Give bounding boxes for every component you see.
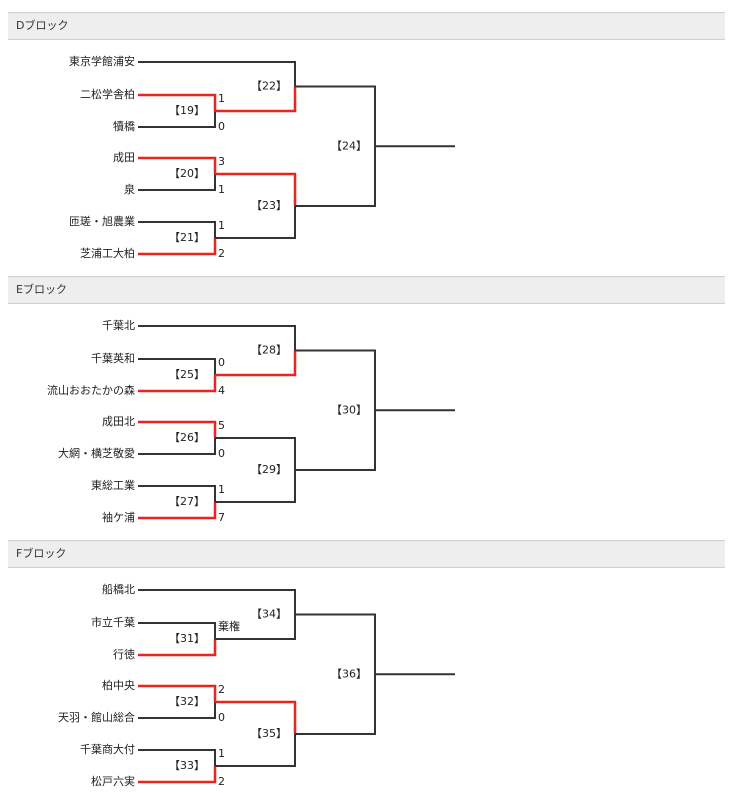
score: 4	[218, 384, 225, 397]
winner-path	[138, 93, 217, 111]
team-name: 松戸六実	[91, 774, 135, 788]
winner-path	[215, 700, 297, 734]
match-number: 【29】	[251, 463, 287, 476]
winner-path	[138, 420, 217, 438]
score: 5	[218, 419, 225, 432]
team-name: 成田北	[102, 415, 135, 428]
score: 0	[218, 711, 225, 724]
winner-path	[138, 375, 217, 393]
score: 1	[218, 747, 225, 760]
score: 0	[218, 356, 225, 369]
match-number: 【36】	[331, 667, 367, 680]
match-number: 【33】	[169, 759, 205, 772]
match-number: 【20】	[169, 167, 205, 180]
match-number: 【22】	[251, 80, 287, 93]
team-name: 匝瑳・旭農業	[69, 214, 135, 228]
match-number: 【34】	[251, 608, 287, 621]
team-name: 成田	[113, 151, 135, 164]
block-header: Fブロック	[8, 540, 725, 568]
team-name: 千葉北	[102, 318, 135, 332]
score: 1	[218, 92, 225, 105]
team-name: 天羽・館山総合	[58, 710, 135, 724]
winner-path	[138, 502, 217, 520]
match-number: 【30】	[331, 403, 367, 416]
team-name: 行徳	[113, 648, 135, 661]
team-name: 船橋北	[102, 582, 135, 596]
winner-path	[138, 156, 217, 174]
match-number: 【31】	[169, 632, 205, 645]
score: 2	[218, 247, 225, 260]
bracket-line	[215, 437, 296, 470]
bracket-line	[138, 438, 216, 455]
bracket-line	[138, 61, 296, 87]
bracket-line	[138, 111, 216, 128]
block-header: Eブロック	[8, 276, 725, 304]
team-name: 東総工業	[91, 478, 135, 492]
winner-path	[215, 86, 297, 113]
team-name: 泉	[124, 182, 135, 196]
team-name: 千葉英和	[91, 351, 135, 365]
team-name: 大網・横芝敬愛	[58, 446, 135, 460]
score: 7	[218, 511, 225, 524]
team-name: 市立千葉	[91, 615, 135, 629]
match-number: 【19】	[169, 104, 205, 117]
match-number: 【24】	[331, 139, 367, 152]
team-name: 東京学館浦安	[69, 54, 135, 68]
winner-path	[138, 639, 217, 657]
bracket-line	[138, 358, 216, 375]
bracket-line	[138, 749, 216, 766]
score: 1	[218, 219, 225, 232]
bracket-line	[138, 174, 216, 191]
bracket-line	[215, 734, 296, 767]
winner-path	[215, 172, 297, 206]
match-number: 【26】	[169, 431, 205, 444]
score: 3	[218, 155, 225, 168]
match-number: 【21】	[169, 231, 205, 244]
match-number: 【32】	[169, 695, 205, 708]
match-number: 【25】	[169, 368, 205, 381]
bracket-line	[215, 614, 296, 640]
bracket-line	[138, 325, 296, 351]
team-name: 犢橋	[113, 119, 135, 133]
winner-path	[138, 766, 217, 784]
score: 2	[218, 683, 225, 696]
match-number: 【28】	[251, 344, 287, 357]
bracket-line	[138, 221, 216, 238]
team-name: 流山おおたかの森	[47, 383, 135, 397]
team-name: 袖ケ浦	[102, 510, 135, 524]
match-number: 【27】	[169, 495, 205, 508]
score: 0	[218, 120, 225, 133]
team-name: 二松学舎柏	[80, 87, 135, 101]
bracket-line	[215, 206, 296, 239]
score: 1	[218, 183, 225, 196]
match-number: 【35】	[251, 727, 287, 740]
team-name: 千葉商大付	[80, 742, 135, 756]
bracket-line	[138, 702, 216, 719]
team-name: 芝浦工大柏	[80, 246, 135, 260]
score: 1	[218, 483, 225, 496]
winner-path	[215, 350, 297, 377]
score: 0	[218, 447, 225, 460]
team-name: 柏中央	[102, 678, 135, 692]
bracket-line	[138, 485, 216, 502]
bracket-line	[215, 470, 296, 503]
match-number: 【23】	[251, 199, 287, 212]
bracket-line	[138, 589, 296, 615]
winner-path	[138, 238, 217, 256]
score: 棄権	[218, 619, 240, 633]
block-header: Dブロック	[8, 12, 725, 40]
bracket-line	[138, 622, 216, 639]
winner-path	[138, 684, 217, 702]
score: 2	[218, 775, 225, 788]
